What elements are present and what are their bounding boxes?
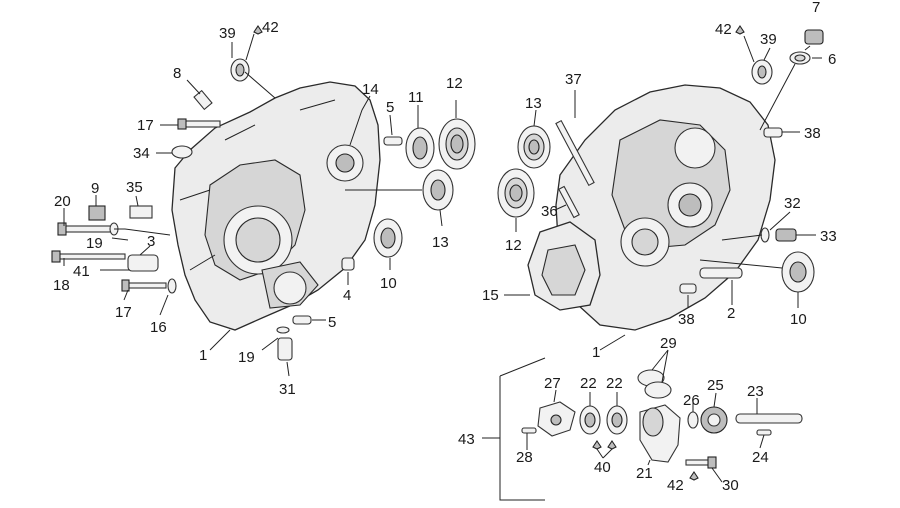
left-small-parts [51, 25, 476, 361]
label-22-second: 22 [606, 375, 623, 392]
label-26: 26 [683, 392, 700, 409]
label-9: 9 [91, 180, 99, 197]
label-40: 40 [594, 459, 611, 476]
label-35: 35 [126, 179, 143, 196]
label-38-lower: 38 [678, 311, 695, 328]
label-42-pump: 42 [667, 477, 684, 494]
label-36: 36 [541, 203, 558, 220]
label-29: 29 [660, 335, 677, 352]
label-41: 41 [73, 263, 90, 280]
label-12: 12 [446, 75, 463, 92]
label-31: 31 [279, 381, 296, 398]
label-1: 1 [199, 347, 207, 364]
label-1-right: 1 [592, 344, 600, 361]
label-30: 30 [722, 477, 739, 494]
label-32: 32 [784, 195, 801, 212]
label-3: 3 [147, 233, 155, 250]
label-12-right: 12 [505, 237, 522, 254]
label-43: 43 [458, 431, 475, 448]
label-20: 20 [54, 193, 71, 210]
label-19: 19 [86, 235, 103, 252]
right-crankcase [527, 84, 776, 331]
label-7: 7 [812, 0, 820, 16]
label-5: 5 [386, 99, 394, 116]
label-2: 2 [727, 305, 735, 322]
label-18: 18 [53, 277, 70, 294]
pump-group [521, 369, 803, 481]
label-39-right: 39 [760, 31, 777, 48]
left-crankcase [171, 81, 381, 331]
label-16: 16 [150, 319, 167, 336]
callout-labels: 39 42 8 14 5 11 12 17 34 9 35 20 19 3 41… [53, 0, 837, 494]
label-42-right: 42 [715, 21, 732, 38]
label-13-right: 13 [525, 95, 542, 112]
label-27: 27 [544, 375, 561, 392]
label-33: 33 [820, 228, 837, 245]
label-4: 4 [343, 287, 351, 304]
label-14: 14 [362, 81, 379, 98]
label-39: 39 [219, 25, 236, 42]
label-15: 15 [482, 287, 499, 304]
right-small-parts [497, 25, 824, 294]
label-10-right: 10 [790, 311, 807, 328]
label-25: 25 [707, 377, 724, 394]
label-5-lower: 5 [328, 314, 336, 331]
label-38: 38 [804, 125, 821, 142]
leader-lines [63, 33, 822, 501]
label-23: 23 [747, 383, 764, 400]
label-22: 22 [580, 375, 597, 392]
label-6: 6 [828, 51, 836, 68]
label-11: 11 [408, 89, 424, 106]
label-13: 13 [432, 234, 449, 251]
label-34: 34 [133, 145, 150, 162]
label-17: 17 [137, 117, 154, 134]
label-10: 10 [380, 275, 397, 292]
label-42: 42 [262, 19, 279, 36]
label-17-lower: 17 [115, 304, 132, 321]
label-8: 8 [173, 65, 181, 82]
label-37: 37 [565, 71, 582, 88]
label-21: 21 [636, 465, 653, 482]
label-19-lower: 19 [238, 349, 255, 366]
label-24: 24 [752, 449, 769, 466]
label-28: 28 [516, 449, 533, 466]
